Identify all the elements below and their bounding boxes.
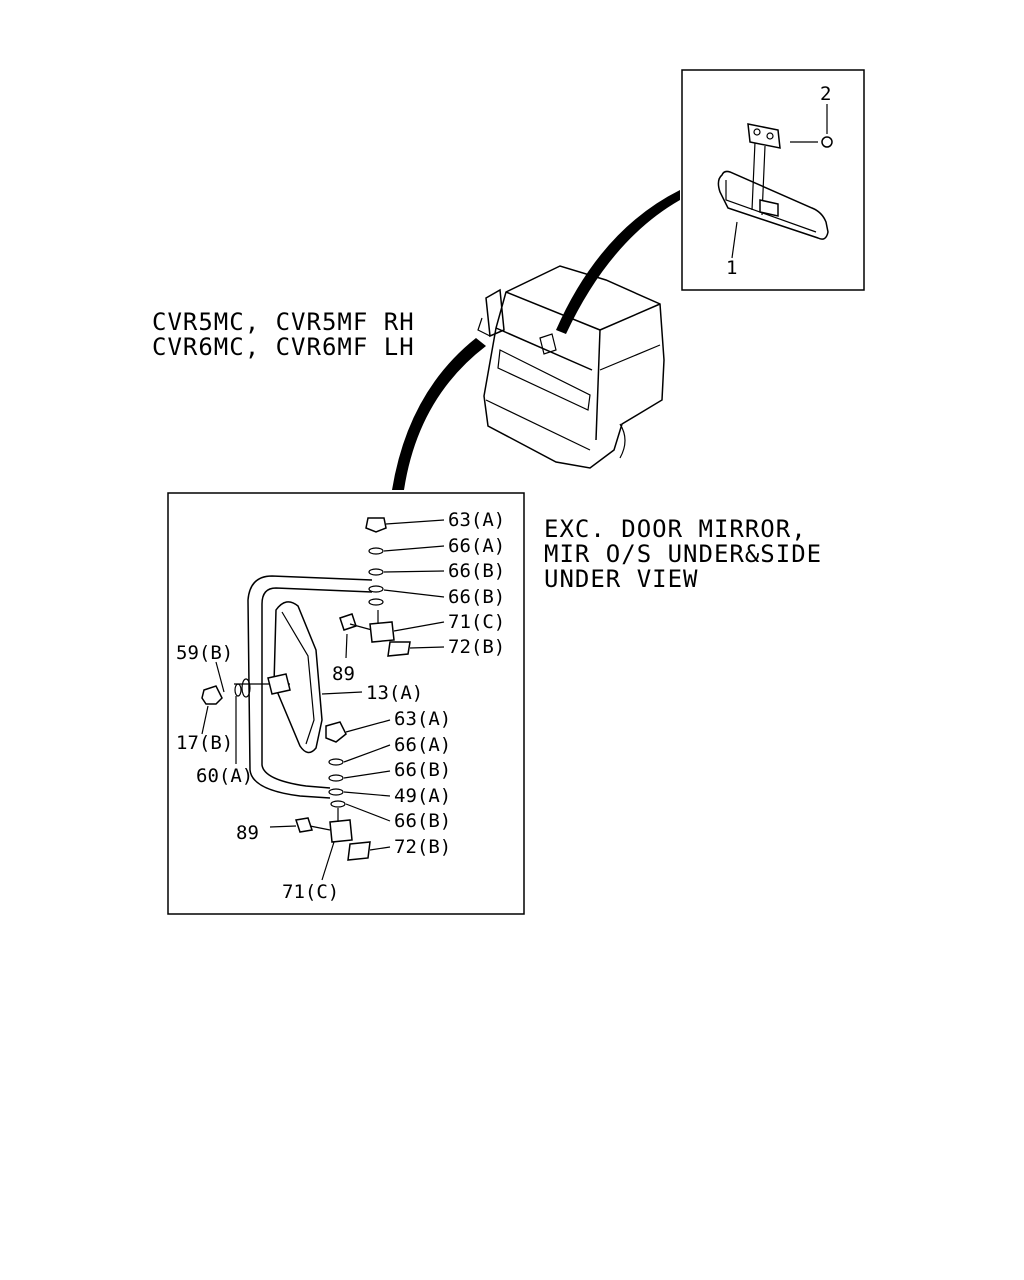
callout-63a-top: 63(A) [448,509,505,531]
callout-71c-low: 71(C) [282,881,339,903]
callout-66a-top: 66(A) [448,535,505,557]
inset-frame [681,69,865,291]
callout-66b-2: 66(B) [448,586,505,608]
callout-17b: 17(B) [176,732,233,754]
callout-66b-low: 66(B) [394,759,451,781]
callout-72b-low: 72(B) [394,836,451,858]
callout-60a: 60(A) [196,765,253,787]
outer-mirror-detail: 63(A) 66(A) 66(B) 66(B) 71(C) 72(B) 89 5… [167,492,525,915]
callout-13a: 13(A) [366,682,423,704]
callout-66b-bottom: 66(B) [394,810,451,832]
view-note-line-1: EXC. DOOR MIRROR, [544,515,807,543]
mirror-stay-tube [247,575,373,799]
arrow-to-outer-mirror [392,338,486,490]
callout-59b: 59(B) [176,642,233,664]
view-note-line-2: MIR O/S UNDER&SIDE [544,540,822,568]
screw-icon [821,136,833,148]
model-note-line-1: CVR5MC, CVR5MF RH [152,308,415,336]
arrow-to-inset [556,190,680,334]
callout-2: 2 [820,83,831,105]
callout-66a-low: 66(A) [394,734,451,756]
inner-mirror-bracket [747,123,781,149]
cap-nut-icon [201,685,223,705]
model-note-line-2: CVR6MC, CVR6MF LH [152,333,415,361]
callout-89-low: 89 [236,822,259,844]
callout-1: 1 [726,257,737,279]
callout-72b-top: 72(B) [448,636,505,658]
truck-cab [477,265,665,469]
callout-49a: 49(A) [394,785,451,807]
callout-89-top: 89 [332,663,355,685]
callout-63a-low: 63(A) [394,708,451,730]
callout-71c-top: 71(C) [448,611,505,633]
detail-frame [167,492,525,915]
outer-mirror-glass [273,601,323,754]
view-note-line-3: UNDER VIEW [544,565,699,593]
callout-66b-1: 66(B) [448,560,505,582]
inner-mirror-inset: 2 1 [681,69,865,291]
